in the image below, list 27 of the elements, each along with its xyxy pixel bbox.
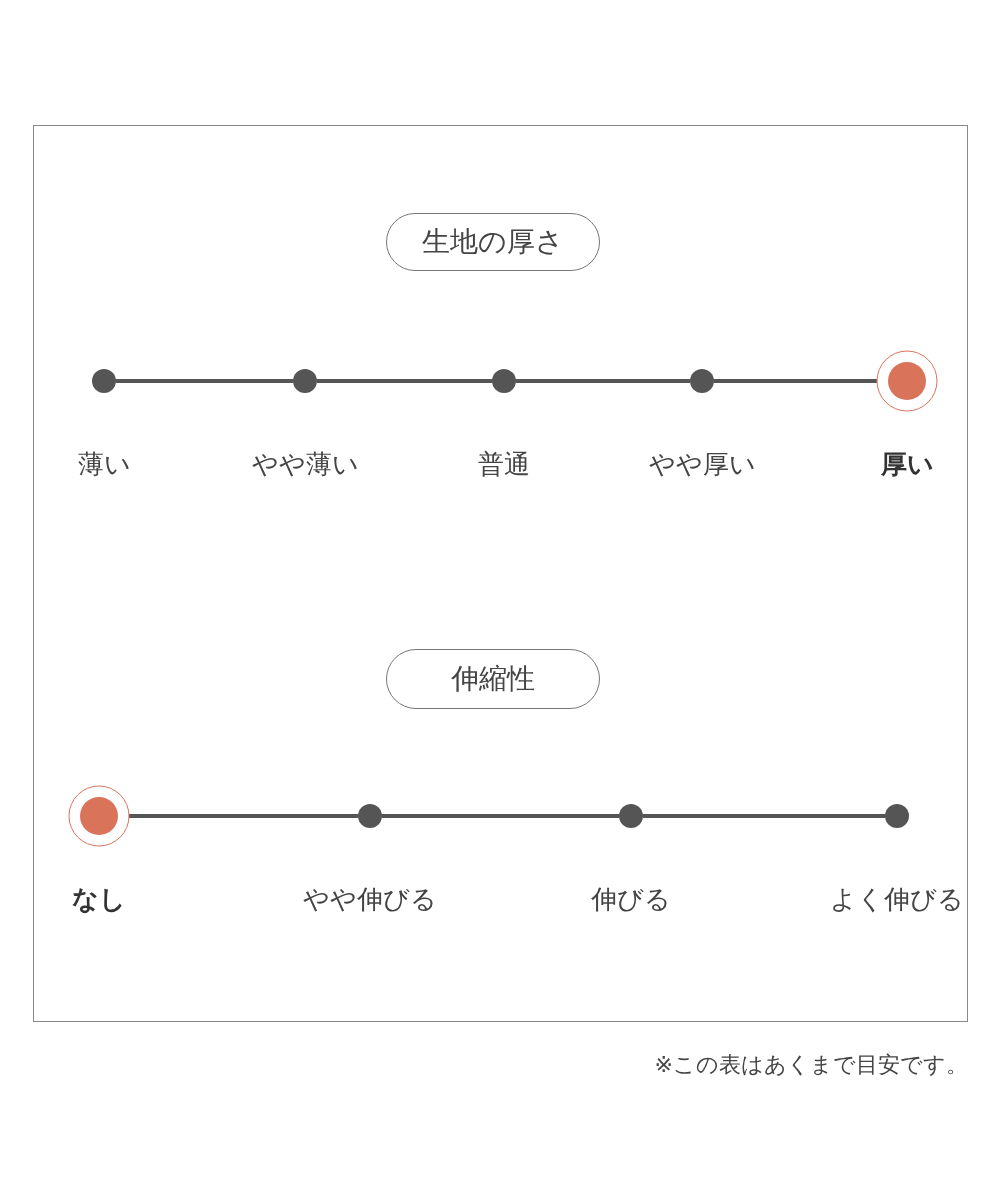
scale-line (643, 814, 885, 818)
scale-dot (292, 368, 318, 394)
scale-dot (618, 803, 644, 829)
scale-line (317, 379, 492, 383)
scale-label: 薄い (77, 448, 131, 481)
scale-label: よく伸びる (830, 883, 964, 916)
scale-dot (689, 368, 715, 394)
scale-label: やや伸びる (303, 883, 437, 916)
frame (33, 125, 968, 1022)
scale-line (382, 814, 619, 818)
scale-dot (884, 803, 910, 829)
scale-label: やや厚い (648, 448, 756, 481)
selected-marker (68, 785, 130, 847)
scale-line (129, 814, 358, 818)
scale-line (116, 379, 293, 383)
scale-label: 厚い (880, 448, 934, 481)
scale-label: 伸びる (591, 883, 671, 916)
scale-line (714, 379, 877, 383)
scale-dot (491, 368, 517, 394)
scale-dot (91, 368, 117, 394)
scale-dot (357, 803, 383, 829)
scale-label: なし (72, 883, 126, 916)
note: ※この表はあくまで目安です。 (654, 1051, 968, 1079)
selected-marker (876, 350, 938, 412)
scale-label: やや薄い (251, 448, 359, 481)
scale-line (516, 379, 690, 383)
scale-label: 普通 (478, 448, 530, 481)
